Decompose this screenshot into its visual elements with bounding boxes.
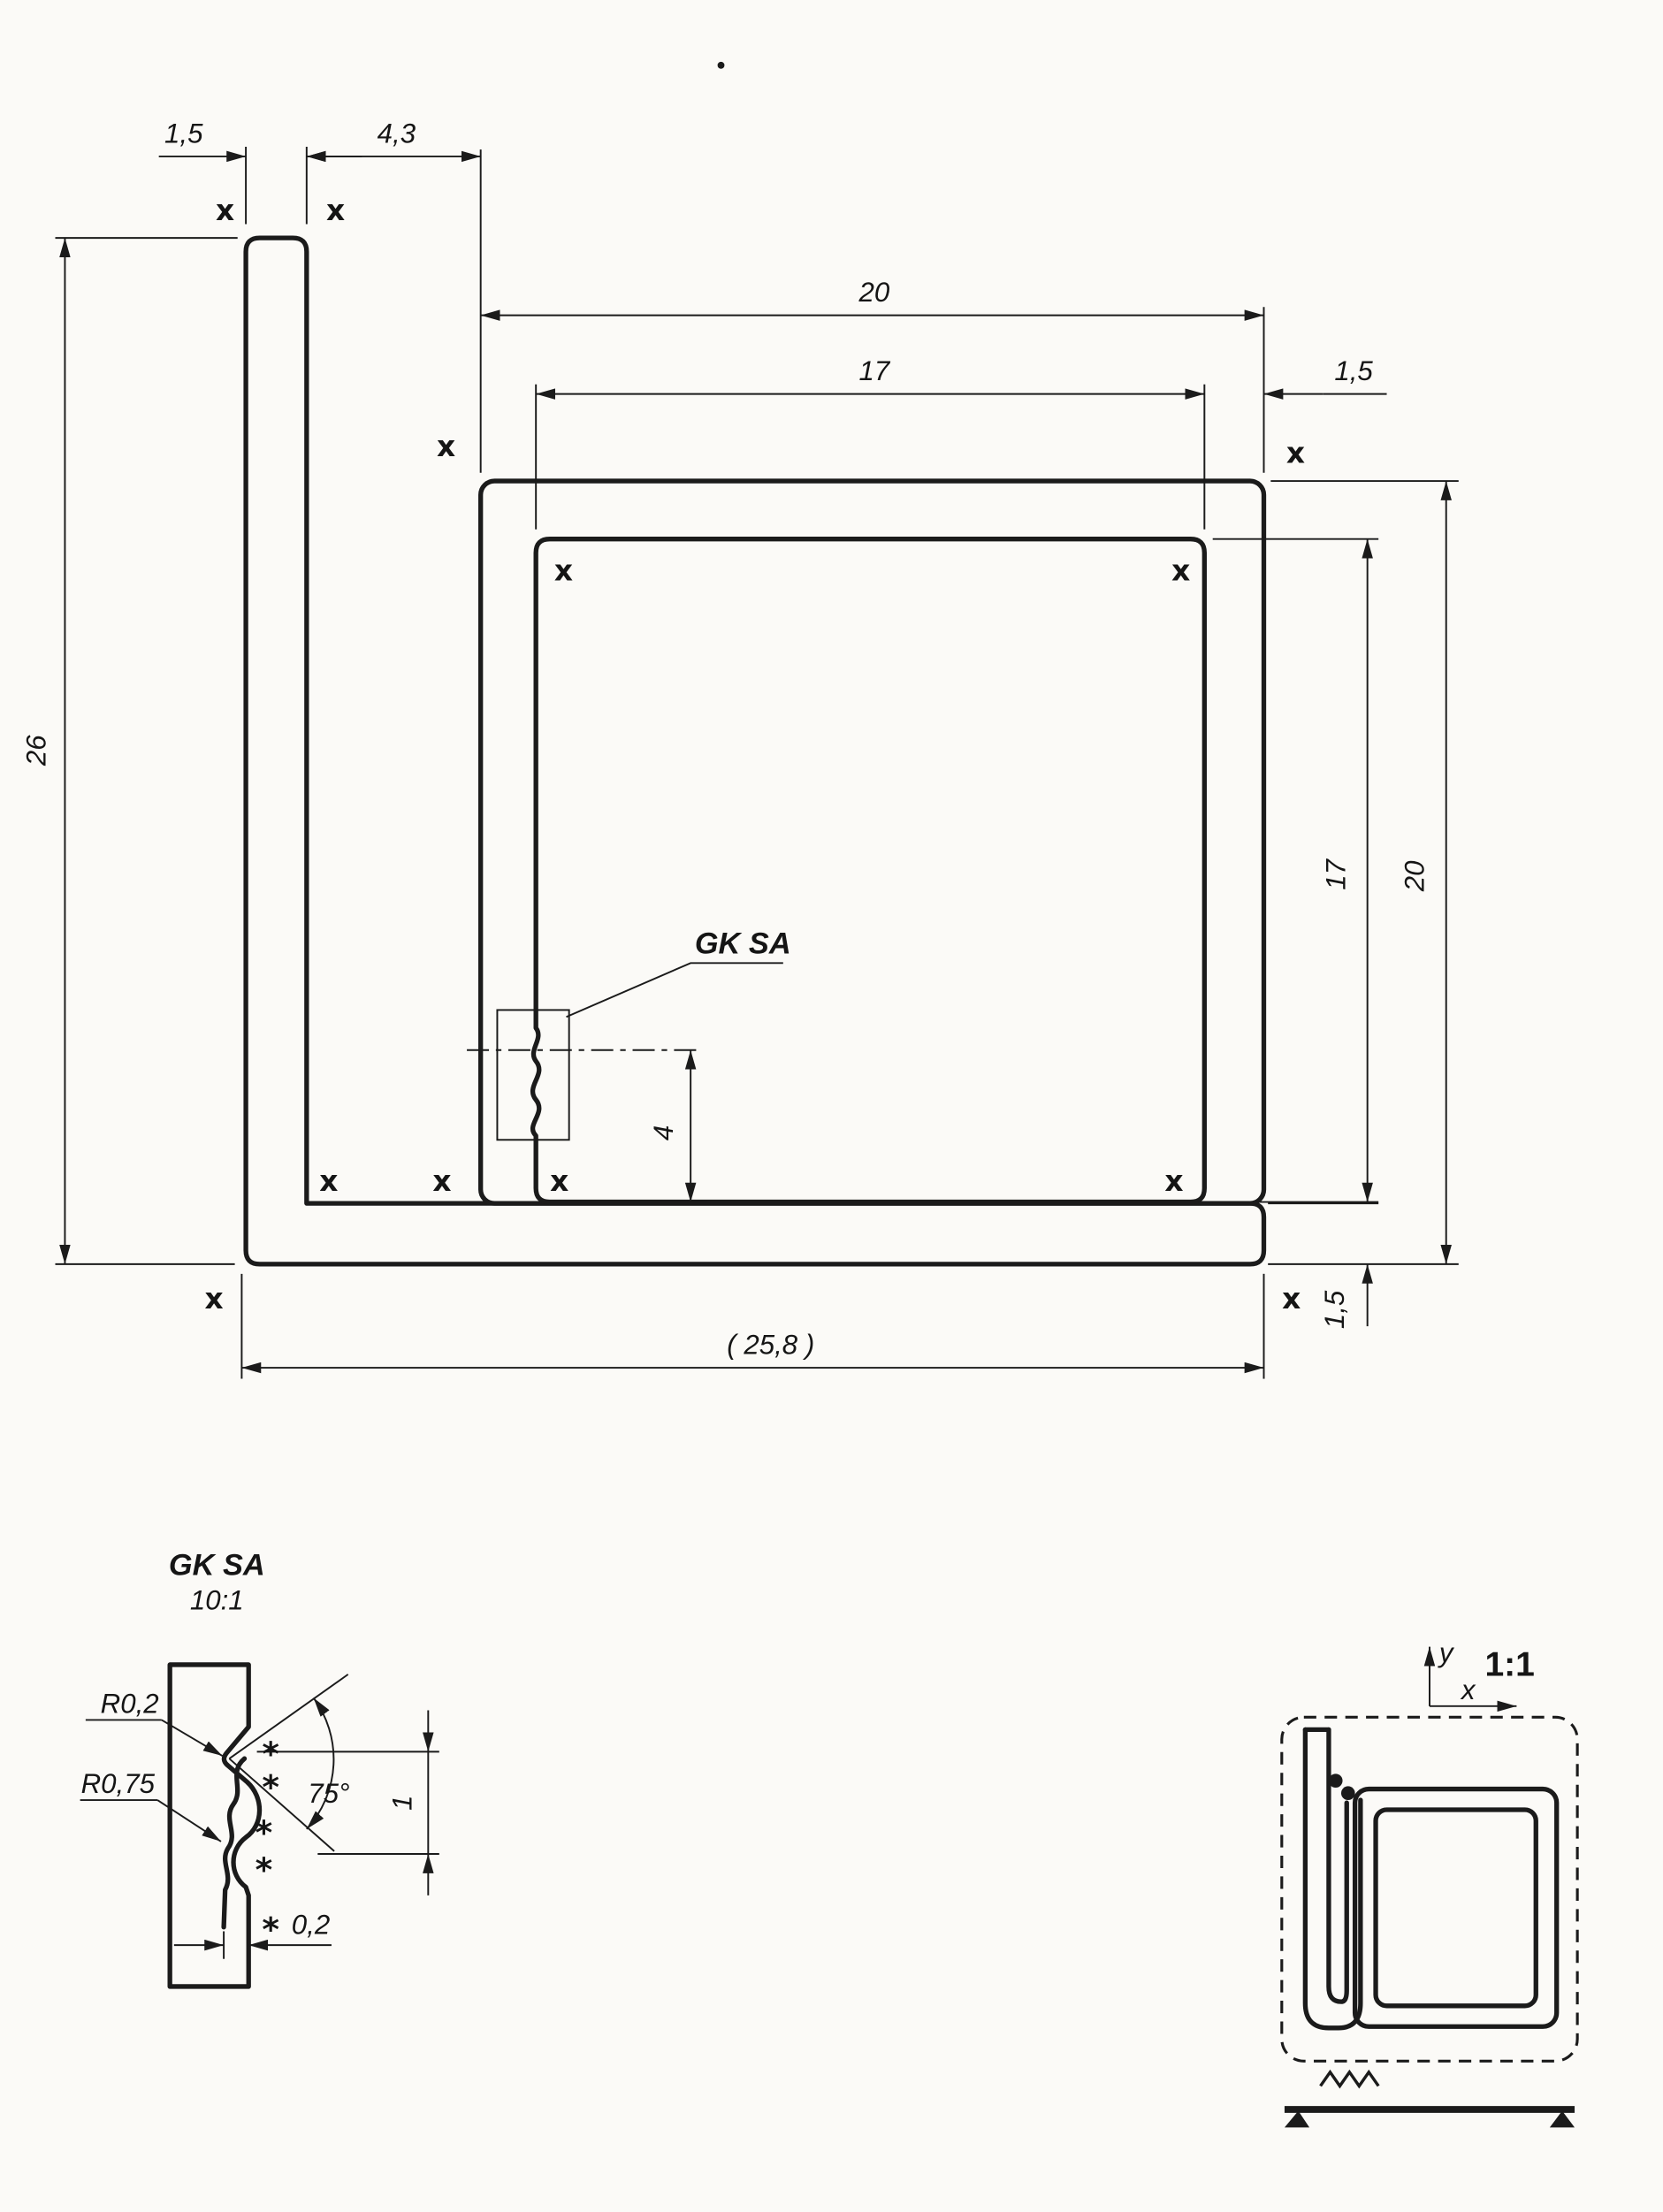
dim-angle: 75°: [228, 1674, 349, 1852]
dim-text: ( 25,8 ): [727, 1329, 814, 1360]
x-mark: x: [1286, 437, 1305, 470]
dim-text: R0,2: [101, 1689, 159, 1720]
surface-mark: *: [262, 1735, 279, 1773]
x-mark: x: [205, 1282, 224, 1316]
x-marks: x x x x x x x x x x x x: [205, 194, 1305, 1316]
detail-strip: [167, 1662, 263, 1989]
surface-mark: *: [256, 1850, 273, 1889]
surface-mark: *: [256, 1813, 273, 1852]
x-mark: x: [1282, 1282, 1301, 1316]
squiggle-mark: [1319, 2069, 1380, 2089]
x-mark: x: [550, 1164, 568, 1198]
dim-wall-right-top: 1,5: [1263, 355, 1387, 400]
detail-view: GK SA 10:1 75° R0,2 R0,75: [80, 1548, 439, 1989]
joint-callout: GK SA: [566, 927, 791, 1018]
dim-text: 1,5: [1319, 1290, 1350, 1329]
dim-text: 17: [859, 355, 891, 386]
channel-outer: [1302, 1727, 1363, 2031]
surface-mark: *: [262, 1767, 279, 1806]
box-outer: [1352, 1786, 1560, 2029]
x-mark: x: [319, 1164, 338, 1198]
x-axis-label: x: [1460, 1674, 1476, 1705]
dim-gap: 4,3: [306, 118, 482, 473]
dim-text: 26: [21, 735, 52, 767]
surface-mark: *: [262, 1910, 279, 1949]
detail-marker-box: [496, 1009, 570, 1141]
dim-offset: 0,2: [173, 1910, 332, 1959]
dim-text: 1: [387, 1795, 418, 1810]
x-mark: x: [554, 554, 573, 588]
dim-total-width: ( 25,8 ): [240, 1273, 1265, 1379]
ground-line: [1284, 2106, 1575, 2128]
dim-outer-height: 20: [1268, 480, 1459, 1265]
joint-dot: [1328, 1773, 1343, 1788]
dim-text: 4: [648, 1125, 679, 1140]
inner-frame: [530, 537, 1207, 1205]
dim-inner-width: 17: [535, 355, 1206, 530]
dim-total-height: 26: [21, 237, 238, 1265]
x-mark: x: [1171, 554, 1190, 588]
main-view: GK SA 1,5 4,3 20 17: [21, 118, 1459, 1379]
x-mark: x: [432, 1164, 451, 1198]
coordinate-axes: y x: [1423, 1637, 1517, 1712]
dim-outer-width: 20: [480, 277, 1265, 473]
dim-text: R0,75: [81, 1768, 156, 1799]
x-mark: x: [326, 194, 345, 227]
profile-l-shape: [243, 235, 1267, 1267]
x-mark: x: [437, 430, 455, 463]
dim-text: 20: [1400, 860, 1430, 892]
section-view: y x 1:1: [1280, 1637, 1579, 2128]
dim-text: 4,3: [378, 118, 416, 149]
joint-label: GK SA: [695, 927, 791, 960]
dim-radius-small: R0,2: [85, 1689, 224, 1757]
x-mark: x: [1164, 1164, 1183, 1198]
dim-inner-height: 17: [1212, 538, 1379, 1203]
dim-radius-large: R0,75: [80, 1768, 222, 1842]
y-axis-label: y: [1438, 1637, 1455, 1668]
dim-depth: 1: [256, 1710, 439, 1895]
dim-wall-bottom: 1,5: [1268, 1202, 1379, 1329]
dim-text: 75°: [308, 1778, 349, 1809]
dim-text: 1,5: [1334, 355, 1373, 386]
dim-text: 0,2: [292, 1910, 330, 1941]
channel-inner: [1326, 1727, 1349, 2004]
box-inner: [1373, 1807, 1538, 2009]
phantom-outline: [1280, 1715, 1579, 2063]
dim-text: 20: [858, 277, 890, 308]
dim-joint-offset: 4: [648, 1049, 707, 1203]
detail-mating-edge: [221, 1756, 248, 1930]
surface-marks: * * * * *: [256, 1735, 279, 1949]
x-mark: x: [216, 194, 234, 227]
dim-text: 1,5: [164, 118, 203, 149]
dim-text: 17: [1321, 858, 1352, 889]
ink-speck: [717, 61, 725, 69]
joint-dot: [1340, 1786, 1355, 1801]
outer-frame: [478, 478, 1267, 1206]
detail-title: GK SA: [169, 1548, 265, 1582]
section-scale: 1:1: [1484, 1645, 1534, 1683]
detail-scale: 10:1: [190, 1584, 244, 1615]
